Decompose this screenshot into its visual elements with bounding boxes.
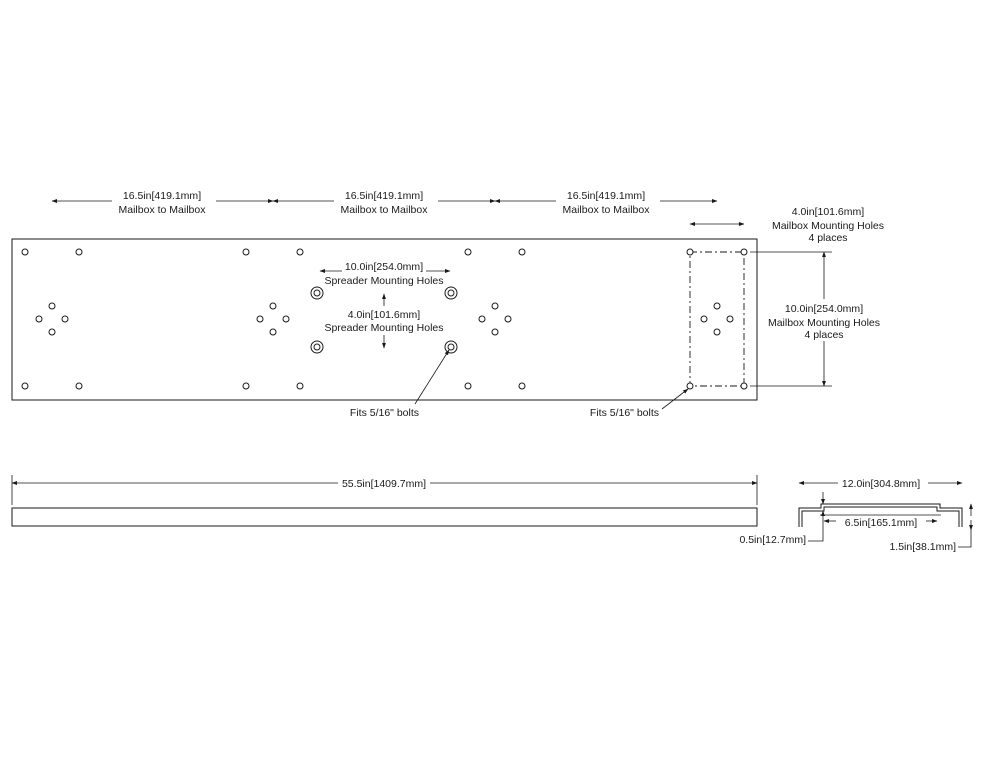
end-view: 12.0in[304.8mm] 6.5in[165.1mm] 0.5in[12.… xyxy=(739,475,973,553)
svg-text:16.5in[419.1mm]: 16.5in[419.1mm] xyxy=(123,190,201,202)
mailbox-hole-group-4 xyxy=(686,248,748,390)
dim-mailbox-spacing-3: 16.5in[419.1mm] Mailbox to Mailbox xyxy=(494,189,718,216)
dim-channel-height: 1.5in[38.1mm] xyxy=(889,541,956,553)
dim-mailbox-spacing-2: 16.5in[419.1mm] Mailbox to Mailbox xyxy=(272,189,496,216)
callout-spreader-bolt: Fits 5/16" bolts xyxy=(350,349,450,419)
dim-overall-length: 55.5in[1409.7mm] xyxy=(342,478,426,490)
plate-outline-top xyxy=(11,238,758,401)
svg-text:4.0in[101.6mm]: 4.0in[101.6mm] xyxy=(792,206,864,218)
svg-text:Fits 5/16" bolts: Fits 5/16" bolts xyxy=(350,407,419,419)
svg-text:Mailbox Mounting Holes: Mailbox Mounting Holes xyxy=(768,317,880,329)
dim-spreader-width: 10.0in[254.0mm] Spreader Mounting Holes xyxy=(319,261,451,287)
channel-profile xyxy=(798,503,963,527)
side-view: 55.5in[1409.7mm] xyxy=(11,475,758,527)
dim-channel-inner: 6.5in[165.1mm] xyxy=(845,517,917,529)
svg-text:Mailbox to Mailbox: Mailbox to Mailbox xyxy=(119,204,207,216)
svg-text:16.5in[419.1mm]: 16.5in[419.1mm] xyxy=(567,190,645,202)
dim-mailbox-holes-width: 4.0in[101.6mm] Mailbox Mounting Holes 4 … xyxy=(689,206,884,244)
plate-outline-side xyxy=(11,507,758,527)
svg-text:16.5in[419.1mm]: 16.5in[419.1mm] xyxy=(345,190,423,202)
svg-text:Mailbox Mounting Holes: Mailbox Mounting Holes xyxy=(772,220,884,232)
dim-mailbox-holes-height: 10.0in[254.0mm] Mailbox Mounting Holes 4… xyxy=(750,251,880,387)
spreader-holes xyxy=(310,286,458,354)
svg-text:Spreader Mounting Holes: Spreader Mounting Holes xyxy=(324,322,443,334)
svg-text:Fits 5/16" bolts: Fits 5/16" bolts xyxy=(590,407,659,419)
mailbox-hole-group-1 xyxy=(21,248,83,390)
dim-mailbox-spacing-1: 16.5in[419.1mm] Mailbox to Mailbox xyxy=(51,189,274,216)
svg-text:Spreader Mounting Holes: Spreader Mounting Holes xyxy=(324,275,443,287)
svg-text:Mailbox to Mailbox: Mailbox to Mailbox xyxy=(341,204,429,216)
mailbox-hole-group-2 xyxy=(242,248,304,390)
svg-text:4.0in[101.6mm]: 4.0in[101.6mm] xyxy=(348,309,420,321)
svg-text:10.0in[254.0mm]: 10.0in[254.0mm] xyxy=(345,261,423,273)
dim-spreader-height: 4.0in[101.6mm] Spreader Mounting Holes xyxy=(324,293,444,349)
top-view: 16.5in[419.1mm] Mailbox to Mailbox 16.5i… xyxy=(11,189,884,419)
svg-text:10.0in[254.0mm]: 10.0in[254.0mm] xyxy=(785,303,863,315)
svg-text:4 places: 4 places xyxy=(804,329,843,341)
svg-text:Mailbox to Mailbox: Mailbox to Mailbox xyxy=(563,204,651,216)
dim-channel-width: 12.0in[304.8mm] xyxy=(842,478,920,490)
svg-text:4 places: 4 places xyxy=(808,232,847,244)
mailbox-hole-group-3 xyxy=(464,248,526,390)
dim-channel-lip: 0.5in[12.7mm] xyxy=(739,534,806,546)
callout-mailbox-bolt: Fits 5/16" bolts xyxy=(590,388,689,419)
